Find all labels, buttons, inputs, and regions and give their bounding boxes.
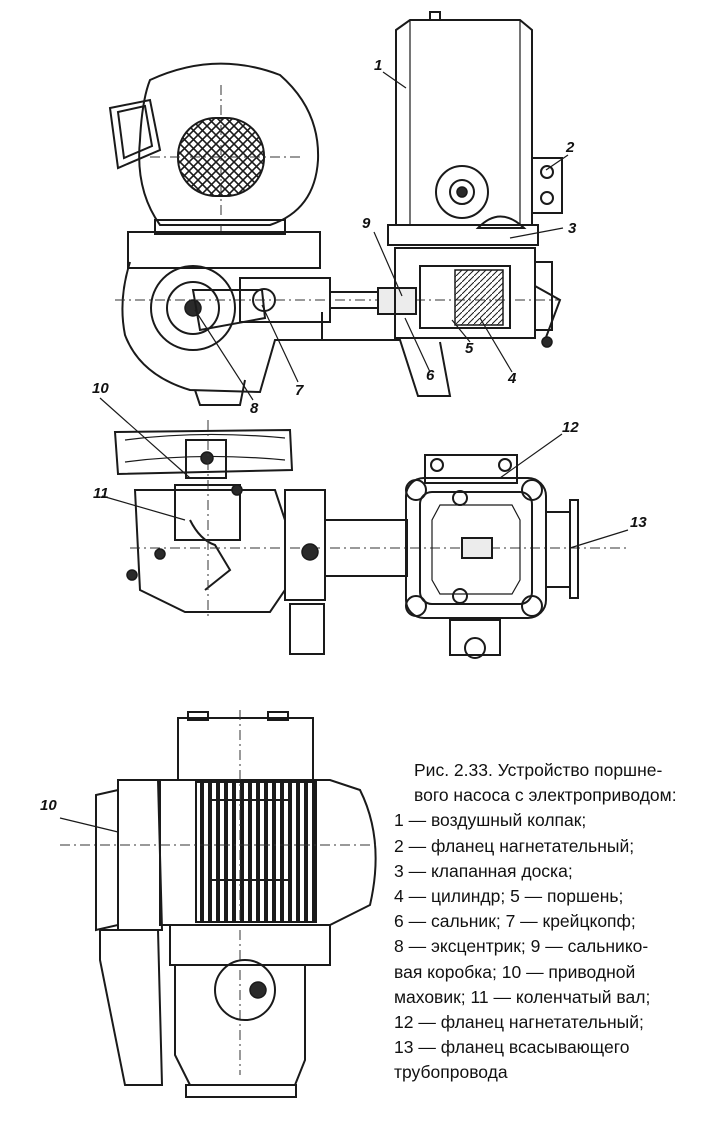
caption-line: 13 — фланец всасывающего [394, 1037, 630, 1058]
callout-1: 1 [374, 57, 382, 74]
callout-5: 5 [465, 340, 474, 357]
callout-8: 8 [250, 400, 259, 417]
side-view [60, 710, 380, 1098]
callout-13: 13 [630, 514, 647, 531]
callout-2: 2 [565, 139, 575, 156]
leader-lines [59, 71, 629, 833]
valve-box-plan [405, 454, 579, 659]
caption-line: вая коробка; 10 — приводной [394, 961, 636, 982]
caption-line: маховик; 11 — коленчатый вал; [394, 986, 651, 1007]
front-view [108, 11, 563, 406]
caption-line: 8 — эксцентрик; 9 — сальнико- [394, 936, 649, 957]
caption-line: трубопровода [394, 1062, 508, 1083]
motor-front [108, 62, 320, 235]
callout-7: 7 [295, 382, 304, 399]
air-cap [387, 11, 563, 246]
callouts: 1 2 3 9 4 5 6 7 8 10 11 12 13 10 [40, 57, 647, 814]
caption-line: 2 — фланец нагнетательный; [394, 835, 635, 856]
callout-12: 12 [562, 419, 579, 436]
flywheel-plan [113, 428, 294, 479]
callout-3: 3 [568, 220, 577, 237]
caption-line: 3 — клапанная доска; [394, 860, 573, 881]
callout-10-plan: 10 [92, 380, 109, 397]
plan-view [113, 420, 630, 659]
caption-title-line-2: вого насоса с электроприводом: [414, 785, 677, 806]
callout-4: 4 [507, 370, 517, 387]
crankshaft-plan [126, 420, 630, 655]
callout-11: 11 [93, 485, 109, 502]
caption-line: 6 — сальник; 7 — крейцкопф; [394, 911, 636, 932]
callout-9: 9 [362, 215, 371, 232]
callout-6: 6 [426, 367, 435, 384]
callout-10-side: 10 [40, 797, 57, 814]
caption-line: 12 — фланец нагнетательный; [394, 1012, 644, 1033]
caption-title-line-1: Рис. 2.33. Устройство поршне- [414, 760, 663, 780]
caption-line: 1 — воздушный колпак; [394, 810, 587, 831]
caption-line: 4 — цилиндр; 5 — поршень; [394, 886, 624, 907]
crankcase-front [115, 231, 562, 406]
figure-caption: Рис. 2.33. Устройство поршне- вого насос… [394, 758, 714, 1086]
